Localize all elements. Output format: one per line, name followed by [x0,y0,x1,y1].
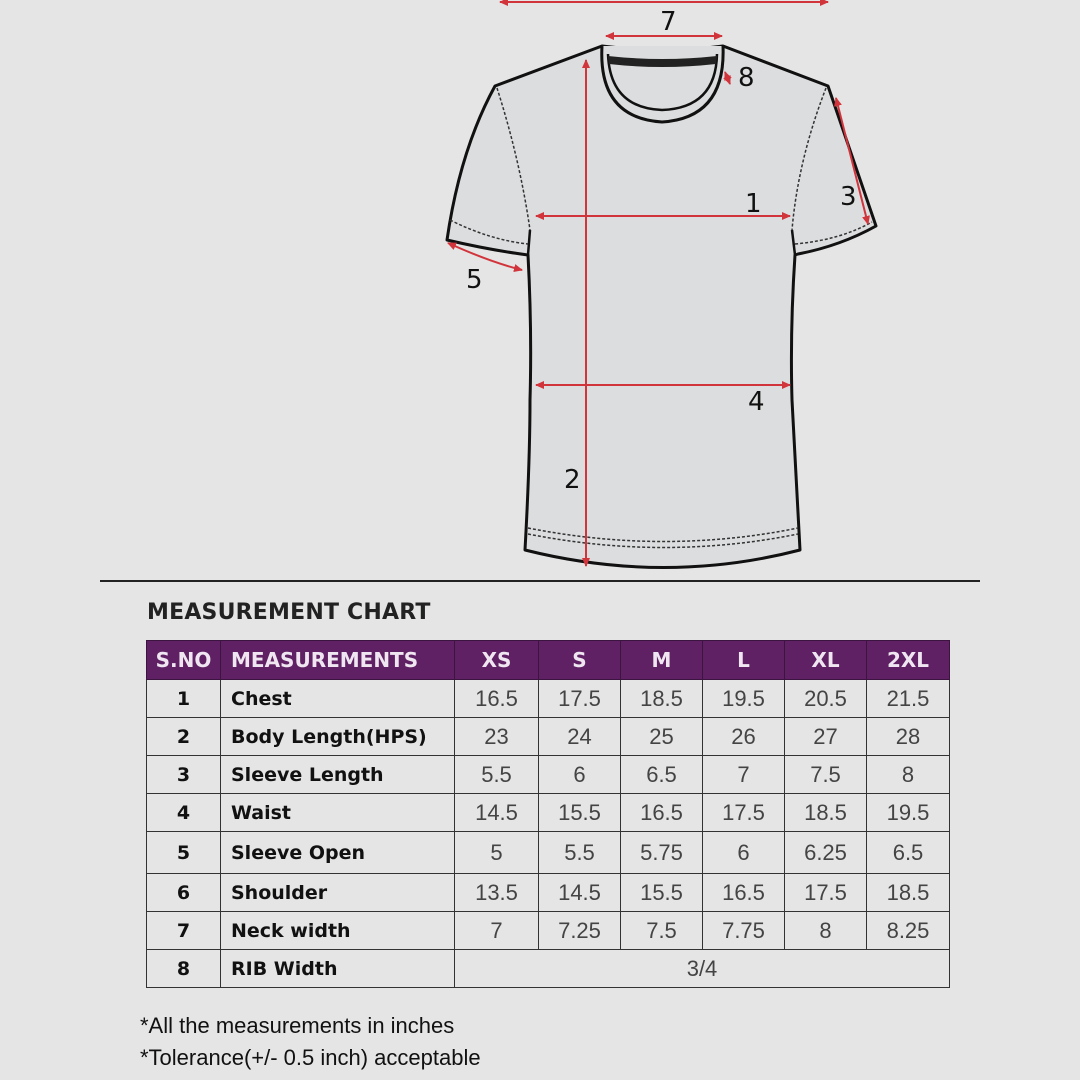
cell-m: 18.5 [620,679,703,718]
measurement-arrows [447,0,870,567]
row-sno: 5 [146,831,221,874]
table-row: 1 Chest 16.5 17.5 18.5 19.5 20.5 21.5 [146,679,950,718]
cell-m: 7.5 [620,911,703,950]
table-row: 4 Waist 14.5 15.5 16.5 17.5 18.5 19.5 [146,793,950,832]
col-header-sno: S.NO [146,640,221,680]
row-sno: 8 [146,949,221,988]
col-header-xl: XL [784,640,867,680]
label-sleeve-open: 5 [466,265,483,295]
row-sno: 2 [146,717,221,756]
cell-xl: 7.5 [784,755,867,794]
col-header-2xl: 2XL [866,640,950,680]
measurement-table: S.NO MEASUREMENTS XS S M L XL 2XL 1 Ches… [146,640,950,988]
row-sno: 6 [146,873,221,912]
label-chest: 1 [745,189,762,219]
cell-2xl: 8.25 [866,911,950,950]
table-row: 5 Sleeve Open 5 5.5 5.75 6 6.25 6.5 [146,831,950,874]
row-sno: 3 [146,755,221,794]
table-row: 6 Shoulder 13.5 14.5 15.5 16.5 17.5 18.5 [146,873,950,912]
table-header-row: S.NO MEASUREMENTS XS S M L XL 2XL [146,640,950,680]
row-sno: 7 [146,911,221,950]
row-measurement: Neck width [220,911,455,950]
cell-xl: 17.5 [784,873,867,912]
cell-xl: 6.25 [784,831,867,874]
cell-xl: 27 [784,717,867,756]
cell-2xl: 8 [866,755,950,794]
table-row: 3 Sleeve Length 5.5 6 6.5 7 7.5 8 [146,755,950,794]
table-row: 7 Neck width 7 7.25 7.5 7.75 8 8.25 [146,911,950,950]
cell-xs: 14.5 [454,793,539,832]
cell-xs: 5 [454,831,539,874]
cell-s: 17.5 [538,679,621,718]
cell-s: 7.25 [538,911,621,950]
cell-l: 26 [702,717,785,756]
row-measurement: RIB Width [220,949,455,988]
label-waist: 4 [748,387,765,417]
cell-2xl: 19.5 [866,793,950,832]
cell-m: 5.75 [620,831,703,874]
cell-l: 6 [702,831,785,874]
chart-title: MEASUREMENT CHART [147,600,431,625]
cell-xl: 20.5 [784,679,867,718]
row-measurement: Chest [220,679,455,718]
section-divider [100,580,980,582]
cell-l: 7.75 [702,911,785,950]
label-body-length: 2 [564,465,581,495]
cell-xs: 16.5 [454,679,539,718]
cell-xs: 13.5 [454,873,539,912]
col-header-l: L [702,640,785,680]
col-header-m: M [620,640,703,680]
cell-xs: 7 [454,911,539,950]
cell-l: 17.5 [702,793,785,832]
row-measurement: Sleeve Open [220,831,455,874]
cell-l: 16.5 [702,873,785,912]
table-row: 8 RIB Width 3/4 [146,949,950,988]
row-measurement: Shoulder [220,873,455,912]
cell-m: 6.5 [620,755,703,794]
footnote-units: *All the measurements in inches [140,1013,455,1038]
cell-xs: 23 [454,717,539,756]
label-sleeve-length: 3 [840,182,857,212]
cell-s: 6 [538,755,621,794]
table-row: 2 Body Length(HPS) 23 24 25 26 27 28 [146,717,950,756]
row-measurement: Waist [220,793,455,832]
footnote-tolerance: *Tolerance(+/- 0.5 inch) acceptable [140,1045,481,1070]
cell-xl: 18.5 [784,793,867,832]
cell-xl: 8 [784,911,867,950]
cell-xs: 5.5 [454,755,539,794]
cell-s: 15.5 [538,793,621,832]
cell-l: 19.5 [702,679,785,718]
cell-s: 5.5 [538,831,621,874]
row-measurement: Sleeve Length [220,755,455,794]
footnotes: *All the measurements in inches *Toleran… [140,1010,481,1074]
col-header-measurements: MEASUREMENTS [220,640,455,680]
label-neck-width: 7 [660,7,677,37]
row-sno: 1 [146,679,221,718]
cell-s: 24 [538,717,621,756]
tshirt-icon [445,44,878,569]
col-header-s: S [538,640,621,680]
cell-m: 16.5 [620,793,703,832]
row-sno: 4 [146,793,221,832]
cell-2xl: 28 [866,717,950,756]
label-rib-width: 8 [738,63,755,93]
row-measurement: Body Length(HPS) [220,717,455,756]
tshirt-measurement-diagram: 7 8 1 3 5 4 2 [445,0,878,569]
col-header-xs: XS [454,640,539,680]
cell-merged-all-sizes: 3/4 [454,949,950,988]
cell-2xl: 6.5 [866,831,950,874]
cell-2xl: 21.5 [866,679,950,718]
cell-l: 7 [702,755,785,794]
cell-m: 15.5 [620,873,703,912]
cell-m: 25 [620,717,703,756]
cell-2xl: 18.5 [866,873,950,912]
cell-s: 14.5 [538,873,621,912]
